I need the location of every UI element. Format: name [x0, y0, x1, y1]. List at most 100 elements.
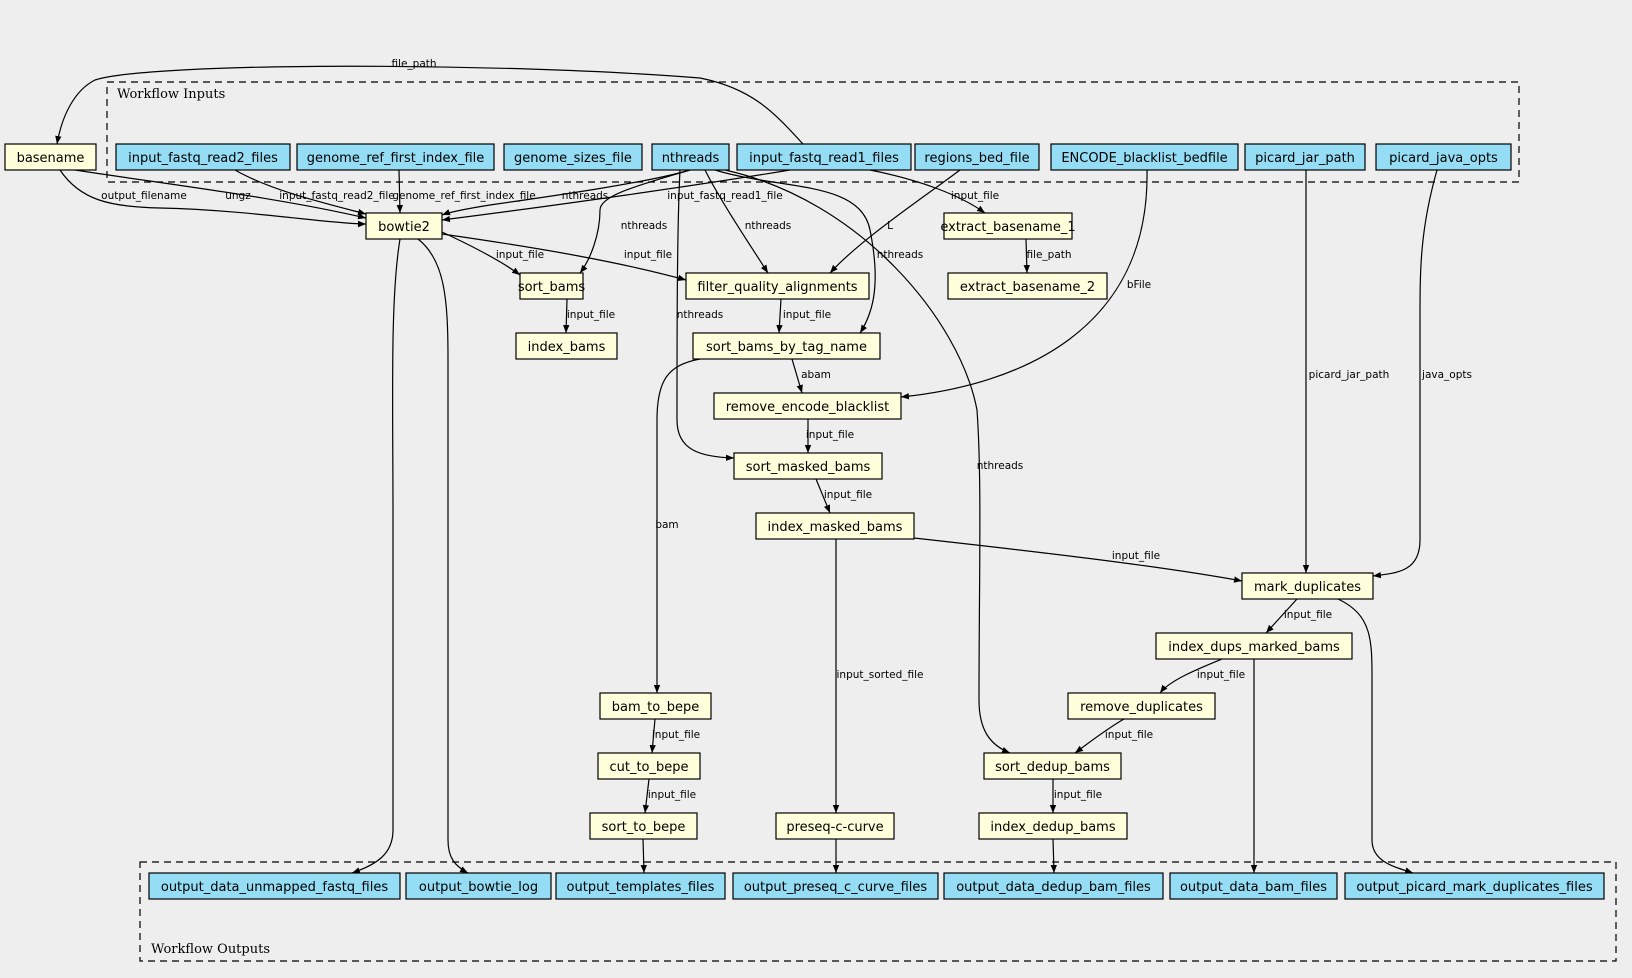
node-cut-to-bepe[interactable]: cut_to_bepe	[597, 752, 701, 780]
edge-label-e-fq1-extract1: input_file	[951, 190, 999, 202]
edge-label-e-sorttag-bepe: bam	[655, 519, 678, 531]
edge-mark_dups-to-index_dups	[1265, 598, 1298, 634]
edge-bowtie2-to-filter_q	[441, 233, 687, 281]
node-box[interactable]	[914, 143, 1040, 171]
node-sort-to-bepe[interactable]: sort_to_bepe	[589, 812, 698, 840]
node-bowtie2[interactable]: bowtie2	[365, 212, 443, 240]
edge-in_picard_opts-to-mark_dups	[1372, 169, 1438, 579]
edge-label-e-nt-filter: nthreads	[745, 220, 792, 232]
node-index-masked[interactable]: index_masked_bams	[755, 512, 915, 540]
node-box[interactable]	[943, 212, 1073, 240]
node-box[interactable]	[755, 512, 915, 540]
node-box[interactable]	[775, 812, 895, 840]
node-box[interactable]	[296, 143, 495, 171]
node-box[interactable]	[599, 692, 712, 720]
node-box[interactable]	[589, 812, 698, 840]
edge-basename-to-bowtie2	[74, 169, 367, 220]
node-in-picard-jar[interactable]: picard_jar_path	[1244, 143, 1366, 171]
node-box[interactable]	[685, 272, 870, 300]
node-box[interactable]	[519, 272, 584, 300]
node-basename[interactable]: basename	[4, 143, 97, 171]
node-out-picard[interactable]: output_picard_mark_duplicates_files	[1344, 872, 1605, 900]
edge-label-e-basename-bowtie: output_filename	[101, 190, 187, 202]
node-label: output_picard_mark_duplicates_files	[1356, 880, 1592, 895]
edge-label-e-bepe-cut: input_file	[652, 729, 700, 741]
node-in-regions[interactable]: regions_bed_file	[914, 143, 1040, 171]
edge-label-e-opts-mark: java_opts	[1421, 369, 1472, 381]
node-box[interactable]	[736, 143, 912, 171]
node-index-dedup[interactable]: index_dedup_bams	[978, 812, 1128, 840]
node-box[interactable]	[1169, 872, 1338, 900]
node-box[interactable]	[503, 143, 643, 171]
node-box[interactable]	[1155, 632, 1353, 660]
node-out-unmapped[interactable]: output_data_unmapped_fastq_files	[148, 872, 401, 900]
node-sort-dedup[interactable]: sort_dedup_bams	[983, 752, 1122, 780]
node-in-picard-opts[interactable]: picard_java_opts	[1375, 143, 1512, 171]
node-box[interactable]	[1067, 692, 1216, 720]
edge-mark_dups-to-out_picard	[1337, 598, 1414, 874]
node-box[interactable]	[405, 872, 552, 900]
node-box[interactable]	[733, 452, 883, 480]
edge-filter_q-to-sort_tag	[776, 298, 783, 334]
node-box[interactable]	[943, 872, 1164, 900]
node-box[interactable]	[978, 812, 1128, 840]
edge-bowtie2-to-out_bowtie_log	[417, 238, 469, 874]
workflow-inputs-label: Workflow Inputs	[117, 87, 225, 102]
node-label: sort_bams	[518, 280, 586, 295]
node-in-genome[interactable]: genome_ref_first_index_file	[296, 143, 495, 171]
node-box[interactable]	[1244, 143, 1366, 171]
node-label: output_preseq_c_curve_files	[744, 880, 928, 895]
node-in-sizes[interactable]: genome_sizes_file	[503, 143, 643, 171]
node-index-dups[interactable]: index_dups_marked_bams	[1155, 632, 1353, 660]
node-box[interactable]	[947, 272, 1108, 300]
node-box[interactable]	[555, 872, 726, 900]
node-in-fq2[interactable]: input_fastq_read2_files	[115, 143, 291, 171]
node-box[interactable]	[1050, 143, 1239, 171]
node-out-bam[interactable]: output_data_bam_files	[1169, 872, 1338, 900]
node-box[interactable]	[1241, 572, 1374, 600]
edge-label-e-cut-sort: input_file	[648, 789, 696, 801]
node-box[interactable]	[651, 143, 730, 171]
node-box[interactable]	[692, 332, 881, 360]
node-box[interactable]	[515, 332, 618, 360]
node-sort-masked[interactable]: sort_masked_bams	[733, 452, 883, 480]
node-box[interactable]	[1344, 872, 1605, 900]
node-in-blacklist[interactable]: ENCODE_blacklist_bedfile	[1050, 143, 1239, 171]
node-box[interactable]	[597, 752, 701, 780]
node-box[interactable]	[732, 872, 939, 900]
edge-label-e-indexmasked-preseq: input_sorted_file	[837, 669, 924, 681]
node-out-dedup[interactable]: output_data_dedup_bam_files	[943, 872, 1164, 900]
workflow-outputs-cluster: Workflow Outputs	[139, 861, 1617, 962]
workflow-outputs-label: Workflow Outputs	[151, 942, 270, 957]
node-filter-q[interactable]: filter_quality_alignments	[685, 272, 870, 300]
node-index-bams[interactable]: index_bams	[515, 332, 618, 360]
node-label: cut_to_bepe	[609, 760, 688, 775]
node-label: sort_dedup_bams	[995, 760, 1110, 775]
node-in-nthreads[interactable]: nthreads	[651, 143, 730, 171]
node-out-templates[interactable]: output_templates_files	[555, 872, 726, 900]
edge-label-e-removedups-sortdedup: input_file	[1105, 729, 1153, 741]
node-extract1[interactable]: extract_basename_1	[940, 212, 1076, 240]
node-box[interactable]	[1375, 143, 1512, 171]
node-box[interactable]	[713, 392, 902, 420]
node-in-fq1[interactable]: input_fastq_read1_files	[736, 143, 912, 171]
node-extract2[interactable]: extract_basename_2	[947, 272, 1108, 300]
node-remove-bl[interactable]: remove_encode_blacklist	[713, 392, 902, 420]
node-box[interactable]	[365, 212, 443, 240]
node-remove-dups[interactable]: remove_duplicates	[1067, 692, 1216, 720]
node-preseq[interactable]: preseq-c-curve	[775, 812, 895, 840]
node-label: picard_java_opts	[1389, 151, 1498, 166]
node-mark-dups[interactable]: mark_duplicates	[1241, 572, 1374, 600]
node-sort-bams[interactable]: sort_bams	[518, 272, 586, 300]
edge-label-e-mark-indexdups: input_file	[1284, 609, 1332, 621]
node-box[interactable]	[983, 752, 1122, 780]
node-bam-to-bepe[interactable]: bam_to_bepe	[599, 692, 712, 720]
node-label: output_templates_files	[567, 880, 715, 895]
node-box[interactable]	[4, 143, 97, 171]
node-out-preseq[interactable]: output_preseq_c_curve_files	[732, 872, 939, 900]
node-box[interactable]	[148, 872, 401, 900]
edge-cut_to_bepe-to-sort_to_bepe	[642, 778, 650, 814]
node-box[interactable]	[115, 143, 291, 171]
node-out-bowtie-log[interactable]: output_bowtie_log	[405, 872, 552, 900]
node-sort-tag[interactable]: sort_bams_by_tag_name	[692, 332, 881, 360]
